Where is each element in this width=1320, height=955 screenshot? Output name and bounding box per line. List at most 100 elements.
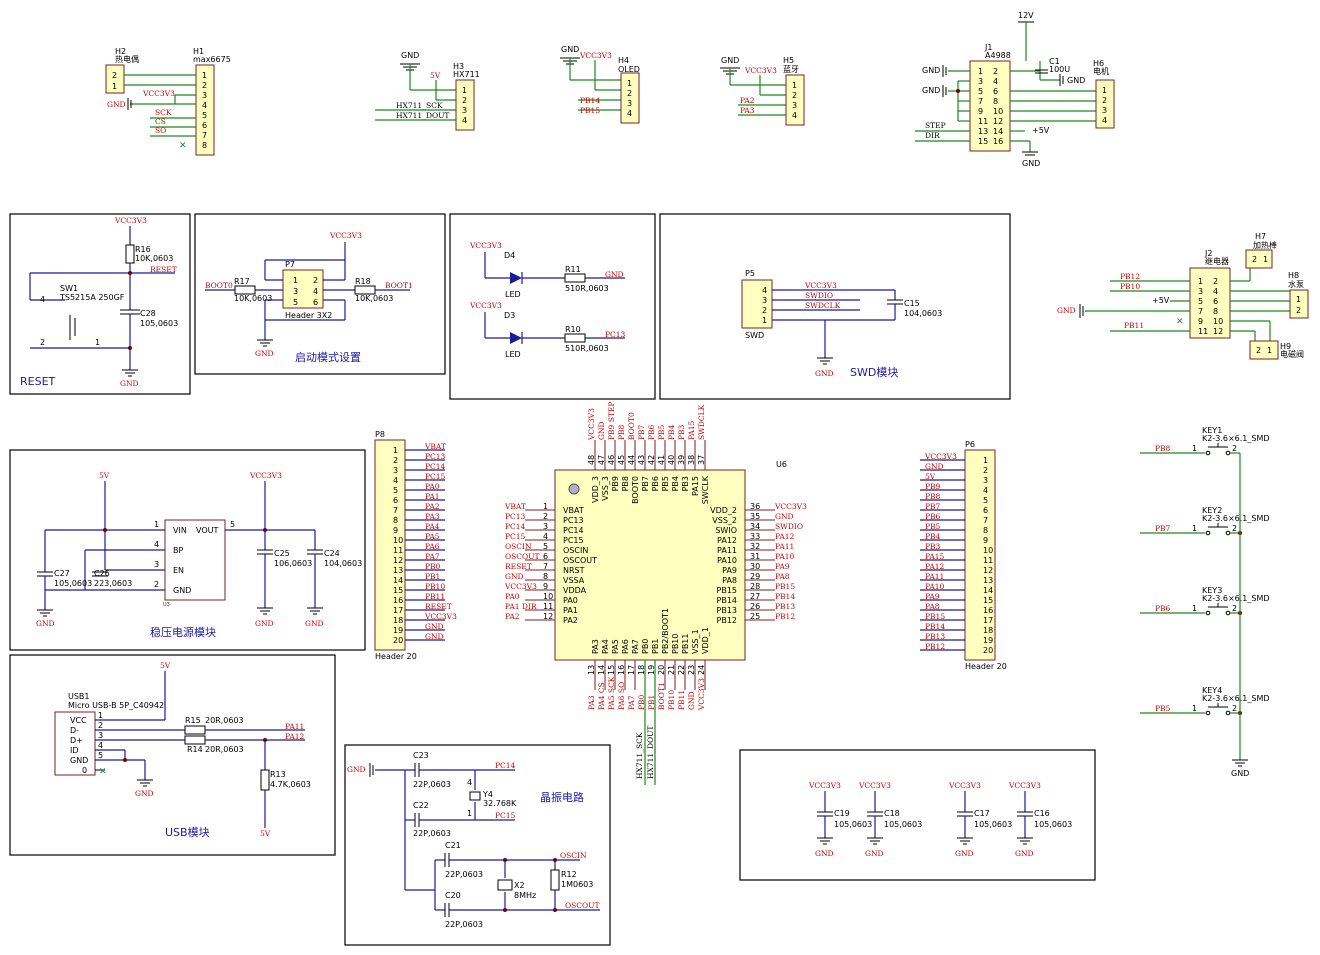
j2-pin: 3 [1198,287,1203,296]
svg-text:22P,0603: 22P,0603 [413,829,451,838]
svg-text:10K,0603: 10K,0603 [355,294,393,303]
svg-text:105,0603: 105,0603 [54,579,92,588]
mcu-pin-name: PA10 [717,556,737,565]
svg-text:H3: H3 [453,62,464,71]
net-label: PB13 [775,602,795,611]
gnd-label: GND [1231,769,1249,778]
mcu-pin-name: VDDA [563,586,587,595]
svg-text:GND: GND [1067,76,1085,85]
svg-text:R13: R13 [270,770,286,779]
net-label: PB7 [925,502,941,511]
key-name: K2-3.6×6.1_SMD [1202,434,1270,443]
svg-text:4: 4 [40,295,45,304]
net-label: VCC3V3 [774,502,807,511]
mcu-pin-name: PA3 [591,639,600,654]
mcu-pin-name: VDD_2 [710,506,737,515]
mcu-pin-name: PB7 [641,476,650,491]
cap-ref: C19 [834,809,850,818]
mcu-pin-number: 43 [637,455,646,465]
h3-hx711: GND 5V HX711_SCK HX711_DOUT H3 HX711 1 2… [375,51,480,131]
h1-pin: 1 [202,71,207,80]
h1-pin: 5 [202,111,207,120]
svg-text:R10: R10 [565,325,581,334]
svg-text:SCK: SCK [155,108,172,117]
mcu-pin-number: 40 [667,455,676,465]
svg-text:1: 1 [98,711,103,720]
mcu-pin-name: PC14 [563,526,584,535]
h1-pin: 3 [202,91,207,100]
svg-text:✕: ✕ [99,767,107,777]
net-label: BOOT0 [627,412,636,440]
j2-pin: 4 [1213,287,1218,296]
svg-text:P6: P6 [965,440,975,449]
svg-text:104,0603: 104,0603 [324,559,362,568]
svg-text:EN: EN [173,566,184,575]
mcu-pin-name: PB9 [611,476,620,491]
key-name: K2-3.6×6.1_SMD [1202,594,1270,603]
svg-text:GND: GND [721,56,739,65]
svg-text:PC14: PC14 [495,761,516,770]
p8-pin: 6 [393,496,398,505]
mcu-pin-name: BOOT0 [631,476,640,504]
svg-text:GND: GND [120,379,139,388]
module-titles: RESET 启动模式设置 SWD模块 稳压电源模块 USB模块 晶振电路 [20,351,898,839]
key-pin: 2 [1232,444,1237,453]
net-label: PA10 [925,582,945,591]
j1-pin: 10 [993,107,1003,116]
svg-text:1: 1 [1102,86,1107,95]
h3-body [455,79,475,131]
net-label: PB4 [925,532,941,541]
cap-value: 105,0603 [1034,820,1072,829]
j1-pin: 8 [993,97,998,106]
svg-text:C23: C23 [413,751,429,760]
svg-text:H4: H4 [618,56,629,65]
mcu-pin-number: 17 [627,665,636,675]
p8-pin: 2 [393,456,398,465]
mcu-pin-number: 16 [617,665,626,675]
p8-pin: 18 [393,616,403,625]
net-label: PA4 CS [597,682,606,710]
net-label: PA15 [687,420,696,440]
svg-text:2: 2 [98,721,103,730]
svg-text:R14: R14 [187,745,203,754]
svg-text:P8: P8 [375,430,385,439]
mcu-pin-number: 48 [587,455,596,465]
mcu-pin-number: 8 [543,572,548,581]
mcu-pin-name: OSCIN [563,546,588,555]
j1-pin: 12 [993,117,1003,126]
p8-pin: 11 [393,546,403,555]
p6-pin: 4 [983,486,988,495]
svg-text:加热棒: 加热棒 [1253,240,1277,250]
svg-text:1: 1 [1267,346,1272,355]
svg-text:3: 3 [293,287,298,296]
svg-text:VCC3V3: VCC3V3 [469,301,502,310]
mcu-pin-name: PB1 [651,639,660,654]
mcu-pin-name: PB0 [641,639,650,654]
j1-pin: 6 [993,87,998,96]
svg-text:4: 4 [462,116,467,125]
svg-text:USB1: USB1 [68,692,90,701]
svg-text:HX711: HX711 [453,70,480,79]
mcu-pin-number: 34 [750,522,760,531]
j2-pin: 10 [1213,317,1223,326]
mcu-pin-number: 38 [687,455,696,465]
net-label: OSCIN [505,542,532,551]
mcu-pin-number: 30 [750,562,760,571]
svg-text:1: 1 [95,338,100,347]
p6-pin: 18 [983,626,993,635]
gnd-label: GND [865,849,884,858]
svg-text:20R,0603: 20R,0603 [205,716,244,725]
key-name: K2-3.6×6.1_SMD [1202,694,1270,703]
usb-module-title: USB模块 [165,826,210,839]
net-label: PB7 [637,424,646,440]
mcu-pin-name: PC15 [563,536,584,545]
net-label: PB7 [1155,524,1171,533]
mcu-pin-number: 13 [587,665,596,675]
mcu-pin-number: 22 [677,665,686,675]
svg-text:3: 3 [792,101,797,110]
net-label: PA2 [505,612,520,621]
h1-body [195,64,215,156]
h6-body [1095,79,1115,129]
p6-pin: 13 [983,576,993,585]
svg-text:2: 2 [1252,255,1257,264]
